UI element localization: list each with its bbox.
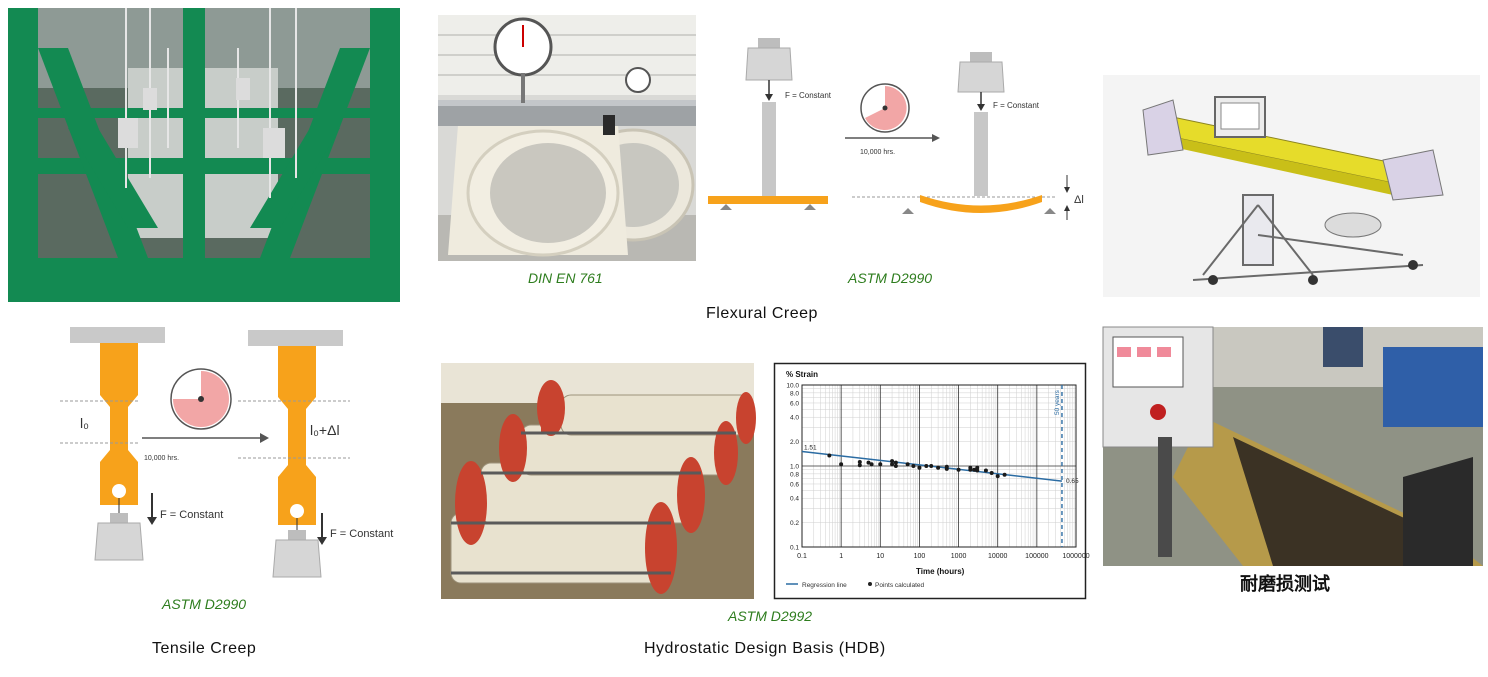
flexural-creep-diagram: F = Constant 10,000 hrs. F = Constant Δl [708,38,1084,220]
weight-icon-right [957,52,1005,111]
abrasion-caption: 耐磨损测试 [1240,574,1330,595]
tensile-weight-icon-right [272,530,322,578]
tensile-caption: Tensile Creep [152,640,257,657]
chart-ylabel: % Strain [786,370,818,379]
creep-frame-illustration [8,8,400,302]
chart-data-point [890,459,895,464]
chart-data-point [857,463,862,468]
chart-data-point [968,467,973,472]
flexural-duration: 10,000 hrs. [860,149,895,156]
chart-data-point [866,460,871,465]
chart-data-point [893,464,898,468]
chart-data-point [989,470,994,475]
chart-data-point [944,464,949,469]
chart-y-tick-label: 1.0 [790,464,799,471]
abrasion-test-photo [1102,326,1483,566]
chart-x-tick-label: 1000000 [1062,553,1089,560]
flexural-standard-astm: ASTM D2990 [848,270,933,286]
chart-x-tick-label: 0.1 [797,553,807,560]
chart-data-point [878,462,883,467]
weight-icon-left [745,38,793,101]
chart-x-tick-label: 1 [839,553,843,560]
chart-data-point [839,462,844,467]
chart-50-year-label: 50 years [1054,389,1061,415]
chart-regression-start-label: 1.51 [804,445,817,452]
chart-regression-end-label: 0.65 [1066,478,1079,485]
flexural-deflection-label: Δl [1074,194,1084,206]
abrasion-machine-render [1103,75,1480,297]
legend-points-calculated: Points calculated [875,582,925,589]
hdb-pipe-photo [441,363,756,599]
flexural-caption: Flexural Creep [706,305,818,322]
chart-data-point [893,460,898,465]
creep-frame-photo [8,8,400,302]
chart-x-tick-label: 10 [876,553,884,560]
chart-y-tick-label: 0.4 [790,496,799,503]
tensile-duration: 10,000 hrs. [144,455,179,462]
chart-data-point [924,464,929,468]
chart-legend: Regression line Points calculated [786,582,925,589]
tensile-length-right: l₀+Δl [310,422,340,438]
chart-x-tick-label: 100000 [1025,553,1048,560]
strain-time-chart: % Strain Time (hours) 0.1 1 10 100 1000 10000… [773,362,1090,600]
tensile-creep-diagram: F = Constant l₀ 10,000 hrs. F = Constant… [60,327,393,578]
chart-data-point [911,464,916,468]
timer-clock-icon [860,83,910,133]
chart-x-tick-label: 1000 [951,553,967,560]
chart-data-point [890,462,895,467]
hdb-pipes-illustration [441,363,756,599]
chart-data-point [956,467,961,472]
chart-data-point [857,460,862,465]
abrasion-test-illustration [1102,326,1483,566]
chart-y-tick-label: 4.0 [790,415,799,422]
chart-y-tick-label: 0.2 [790,520,799,527]
flexural-force-label-right: F = Constant [993,101,1040,110]
chart-data-point [905,462,910,467]
chart-data-point [869,462,874,467]
chart-data-point [936,465,941,470]
chart-data-point [827,453,832,458]
chart-data-point [975,468,980,473]
hdb-standard: ASTM D2992 [728,608,813,624]
chart-data-point [983,468,988,473]
chart-y-tick-label: 2.0 [790,439,799,446]
tensile-force-label-left: F = Constant [160,509,223,521]
tensile-force-label-right: F = Constant [330,528,393,540]
chart-y-tick-label: 0.1 [790,545,799,552]
pipe-ring-test-illustration [438,15,696,261]
chart-data-point [1002,472,1007,477]
flexural-force-label-left: F = Constant [785,91,832,100]
chart-x-tick-label: 10000 [988,553,1008,560]
flexural-creep-photo [438,15,696,261]
flexural-standard-din: DIN EN 761 [528,270,603,286]
legend-regression-line: Regression line [802,582,847,589]
chart-plot-frame [801,384,1077,548]
chart-data-point [995,474,1000,479]
tensile-timer-clock-icon [170,368,232,430]
chart-data-point [929,464,934,468]
chart-y-tick-label: 8.0 [790,390,799,397]
chart-y-tick-label: 0.6 [790,481,799,488]
hdb-caption: Hydrostatic Design Basis (HDB) [644,640,886,657]
chart-y-tick-label: 10.0 [786,383,799,390]
chart-data-point [972,467,977,472]
chart-xlabel: Time (hours) [916,567,965,576]
abrasion-machine-cad-illustration [1103,75,1480,297]
tensile-weight-icon-left [94,513,144,561]
tensile-standard: ASTM D2990 [162,596,247,612]
chart-y-tick-label: 0.8 [790,471,799,478]
chart-data-point [917,465,922,470]
chart-y-tick-label: 6.0 [790,400,799,407]
tensile-length-left: l₀ [80,415,89,431]
chart-x-tick-label: 100 [914,553,926,560]
